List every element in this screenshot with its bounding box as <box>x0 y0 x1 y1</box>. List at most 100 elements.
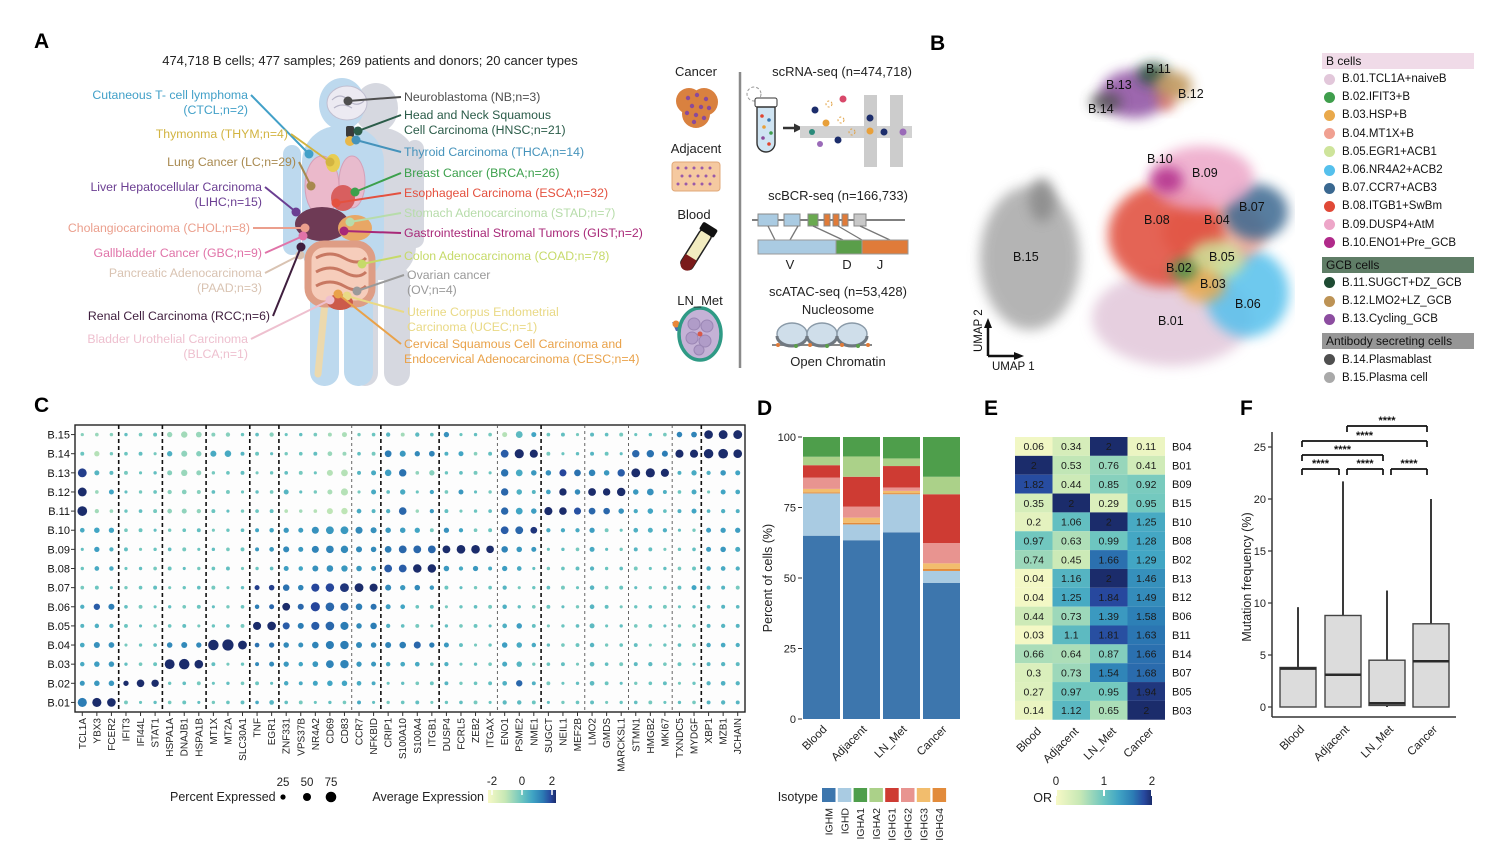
gene-label: CD83 <box>340 718 351 744</box>
gene-label: ITGB1 <box>427 718 438 747</box>
cancer-type-label: Colon Adenocarcinoma (COAD;n=78) <box>404 249 610 263</box>
legend-item-B.01: B.01.TCL1A+naiveB <box>1322 70 1474 88</box>
f-category-label: LN_Met <box>1359 723 1397 761</box>
heatmap-cell <box>1052 606 1090 626</box>
heatmap-cell <box>1052 682 1090 701</box>
heatmap-cell <box>1127 625 1165 645</box>
heatmap-cell <box>1015 625 1053 645</box>
svg-text:0.14: 0.14 <box>1024 705 1045 717</box>
gene-label: DNAJB1 <box>180 718 191 757</box>
cluster-color-dot <box>1324 295 1335 307</box>
bar-seg-IGHG2 <box>883 487 920 491</box>
f-ytick: 25 <box>1254 442 1266 454</box>
heatmap-cell <box>1090 644 1128 664</box>
cancer-type-label: Breast Cancer (BRCA;n=26) <box>404 166 560 180</box>
bar-seg-IGHG3 <box>923 563 960 569</box>
heatmap-cell <box>1127 474 1165 494</box>
svg-text:0.63: 0.63 <box>1061 535 1082 547</box>
heatmap-cell <box>1127 663 1165 683</box>
gene-label: MT2A <box>223 718 234 745</box>
dotplot-row-label: B.03 <box>47 659 70 671</box>
umap2-axis-label: UMAP 2 <box>973 309 985 352</box>
f-ytick: 10 <box>1254 598 1266 610</box>
significance-stars: **** <box>1334 444 1352 456</box>
lymph-node-icon <box>672 306 723 362</box>
svg-text:1.28: 1.28 <box>1136 535 1157 547</box>
cluster-color-dot <box>1324 164 1335 176</box>
bar-seg-IGHM <box>843 540 880 719</box>
svg-text:2: 2 <box>1106 573 1112 585</box>
svg-text:0.95: 0.95 <box>1136 498 1157 510</box>
cluster-color-dot <box>1324 372 1335 384</box>
heatmap-cell <box>1127 455 1165 475</box>
dotplot-row-label: B.10 <box>47 525 70 537</box>
percent-expressed-legend-title: Percent Expressed <box>170 790 276 804</box>
gene-label: NEIL1 <box>558 718 569 746</box>
svg-text:0.97: 0.97 <box>1061 686 1082 698</box>
v-segment-label: V <box>786 257 795 272</box>
cluster-color-dot <box>1324 313 1335 325</box>
svg-text:0.64: 0.64 <box>1061 649 1082 661</box>
legend-item-B.15: B.15.Plasma cell <box>1322 369 1474 387</box>
svg-text:0.97: 0.97 <box>1024 535 1045 547</box>
gene-label: MKI67 <box>660 718 671 747</box>
bar-seg-IGHG3 <box>843 517 880 523</box>
gene-label: NME1 <box>529 718 540 746</box>
dotplot-row-label: B.04 <box>47 640 70 652</box>
heatmap-cell <box>1015 663 1053 683</box>
heatmap-cell <box>1090 455 1128 475</box>
heatmap-cell <box>1090 474 1128 494</box>
cancer-type-label: Ovarian cancer(OV;n=4) <box>407 268 491 297</box>
umap-cluster-label: B.06 <box>1235 297 1261 311</box>
umap-cluster-label: B.02 <box>1166 261 1192 275</box>
heatmap-cell <box>1015 512 1053 532</box>
isotype-swatch-IGHD <box>837 788 852 802</box>
umap-cluster-label: B.05 <box>1209 250 1235 264</box>
svg-text:1.49: 1.49 <box>1136 592 1157 604</box>
svg-text:50: 50 <box>301 777 314 789</box>
heatmap-cell <box>1015 682 1053 701</box>
nucleosome-label: Nucleosome <box>801 302 875 317</box>
scbcr-vdj-icon: V D J <box>752 213 909 272</box>
umap-cluster-label: B.04 <box>1204 213 1230 227</box>
isotype-label: IGHG3 <box>918 808 930 841</box>
umap-cluster-label: B.07 <box>1239 200 1265 214</box>
bar-seg-IGHG4 <box>923 568 960 571</box>
isotype-label: IGHD <box>839 808 851 835</box>
svg-text:1.46: 1.46 <box>1136 573 1157 585</box>
scbcr-seq-title: scBCR-seq (n=166,733) <box>768 188 908 203</box>
cluster-color-dot <box>1324 146 1335 158</box>
svg-text:1: 1 <box>1101 776 1107 788</box>
dotplot-row-label: B.07 <box>47 583 70 595</box>
gene-label: ZNF331 <box>282 718 293 755</box>
e-category-label: Cancer <box>1122 726 1157 761</box>
umap-cluster-label: B.03 <box>1200 277 1226 291</box>
bar-seg-IGHM <box>803 535 840 719</box>
legend-item-B.07: B.07.CCR7+ACB3 <box>1322 179 1474 197</box>
heatmap-cell <box>1052 512 1090 532</box>
heatmap-cell <box>1015 644 1053 664</box>
dotplot-row-label: B.01 <box>47 697 70 709</box>
legend-item-B.02: B.02.IFIT3+B <box>1322 88 1474 106</box>
cluster-color-dot <box>1324 91 1335 103</box>
d-ytick: 0 <box>790 714 796 726</box>
umap-cluster-label: B.09 <box>1192 166 1218 180</box>
umap-cluster-blob-B.12 <box>1154 71 1192 101</box>
d-category-label: Blood <box>800 724 829 753</box>
d-category-label: Cancer <box>915 724 950 759</box>
bar-seg-IGHA2 <box>843 456 880 477</box>
heatmap-row-label: B05 <box>1172 686 1192 698</box>
heatmap-row-label: B12 <box>1172 592 1192 604</box>
umap-cluster-label: B.13 <box>1106 78 1132 92</box>
box-LN_Met <box>1368 659 1406 707</box>
cancer-tissue-icon <box>676 88 718 128</box>
heatmap-cell <box>1127 700 1165 720</box>
legend-item-B.06: B.06.NR4A2+ACB2 <box>1322 161 1474 179</box>
umap-cluster-label: B.14 <box>1088 102 1114 116</box>
cancer-type-label: Renal Cell Carcinoma (RCC;n=6) <box>87 309 270 323</box>
